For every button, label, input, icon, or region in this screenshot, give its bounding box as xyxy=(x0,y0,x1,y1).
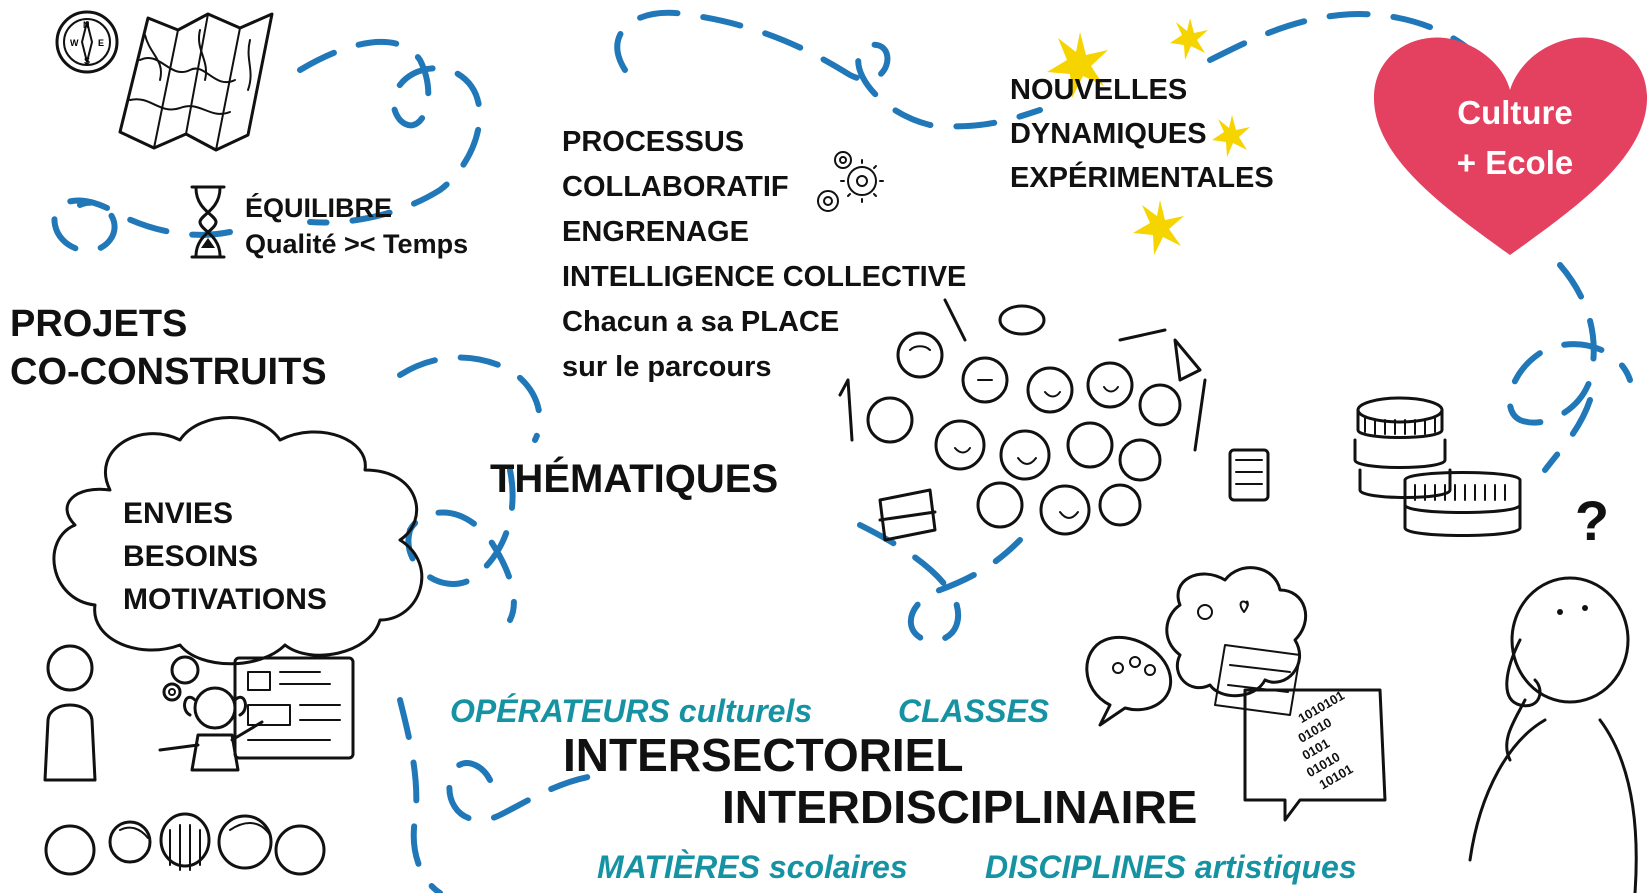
heart-icon xyxy=(1373,37,1648,256)
matieres-label: MATIÈRES scolaires xyxy=(597,849,908,885)
co-construits-label: CO-CONSTRUITS xyxy=(10,351,327,393)
svg-text:W: W xyxy=(70,38,79,48)
intersectoriel-label: INTERSECTORIEL xyxy=(563,729,964,781)
heart-line: Culture xyxy=(1457,94,1573,131)
processus-line: PROCESSUS xyxy=(562,126,745,158)
disciplines-label: DISCIPLINES artistiques xyxy=(985,849,1357,885)
svg-text:N: N xyxy=(83,20,90,30)
heart-label: Culture + Ecole xyxy=(1430,88,1600,187)
nouvelles-line: NOUVELLES xyxy=(1010,74,1188,106)
svg-text:S: S xyxy=(84,56,90,66)
crowd-illustration xyxy=(838,298,1270,542)
cloud-line: MOTIVATIONS xyxy=(123,583,327,616)
speech-bubbles-icon xyxy=(1085,566,1387,822)
question-mark-icon: ? xyxy=(1575,489,1609,552)
thought-cloud-icon xyxy=(52,416,424,702)
processus-line: ENGRENAGE xyxy=(562,216,749,248)
binary-text-block: 1010101 01010 0101 01010 10101 xyxy=(1295,688,1355,793)
projets-label: PROJETS xyxy=(10,303,188,345)
processus-line: sur le parcours xyxy=(562,351,772,383)
processus-line: COLLABORATIF xyxy=(562,171,789,203)
classes-label: CLASSES xyxy=(898,693,1050,729)
hourglass-icon xyxy=(190,185,226,259)
equilibre-label: ÉQUILIBRE xyxy=(245,193,393,223)
audience-heads-illustration xyxy=(44,812,326,876)
compass-icon: N W E S xyxy=(55,10,119,74)
folded-map-icon xyxy=(118,12,274,152)
processus-line: Chacun a sa PLACE xyxy=(562,306,840,338)
thematiques-label: THÉMATIQUES xyxy=(490,457,779,501)
svg-text:E: E xyxy=(98,38,104,48)
coin-stack-icon xyxy=(1353,396,1522,537)
nouvelles-line: DYNAMIQUES xyxy=(1010,118,1207,150)
cloud-line: ENVIES xyxy=(123,497,234,530)
operateurs-label: OPÉRATEURS culturels xyxy=(450,693,813,729)
nouvelles-line: EXPÉRIMENTALES xyxy=(1010,162,1274,194)
cloud-line: BESOINS xyxy=(123,540,259,573)
nouvelles-block: NOUVELLES DYNAMIQUES EXPÉRIMENTALES xyxy=(1010,68,1274,200)
gears-icon xyxy=(817,151,884,212)
thinking-person-icon xyxy=(1468,576,1638,893)
cloud-block: ENVIES BESOINS MOTIVATIONS xyxy=(123,492,327,621)
interdisciplinaire-label: INTERDISCIPLINAIRE xyxy=(722,781,1198,833)
processus-block: PROCESSUS COLLABORATIF ENGRENAGE INTELLI… xyxy=(562,120,966,390)
heart-line: + Ecole xyxy=(1456,143,1574,181)
sparkle-stars-icon xyxy=(1047,18,1250,255)
qualite-temps-label: Qualité >< Temps xyxy=(245,229,469,259)
processus-line: INTELLIGENCE COLLECTIVE xyxy=(562,261,967,293)
teacher-board-illustration xyxy=(43,644,355,782)
